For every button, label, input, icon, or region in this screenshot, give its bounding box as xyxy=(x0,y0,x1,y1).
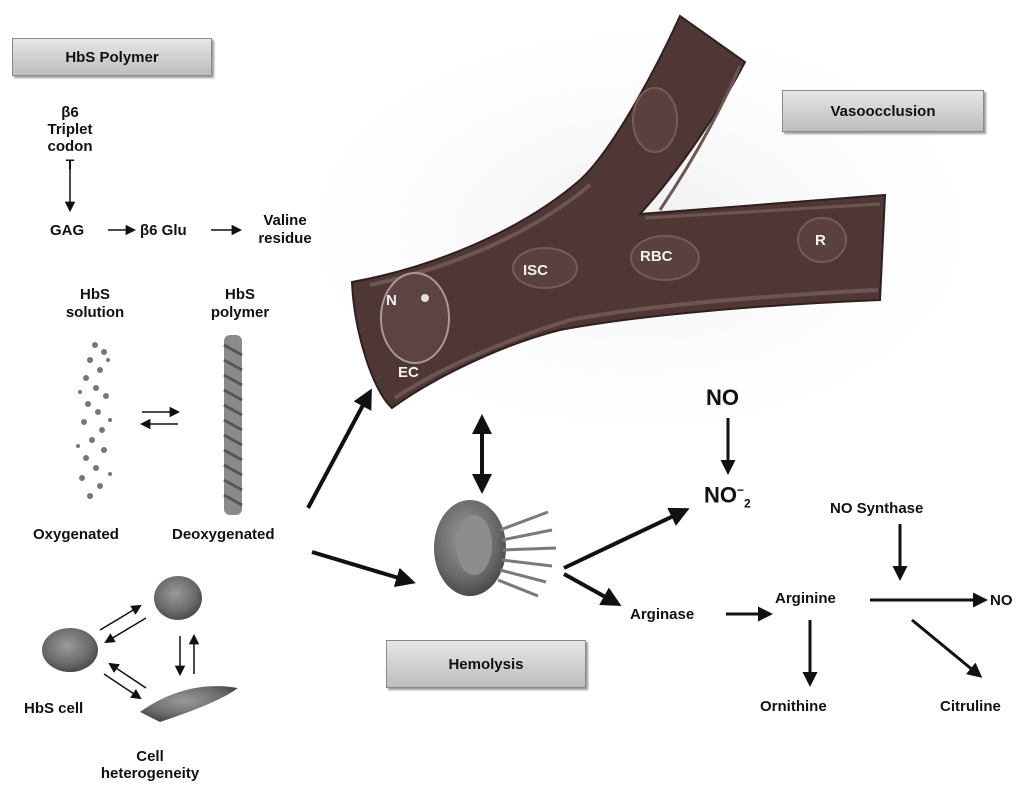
residue-label: residue xyxy=(240,230,330,247)
no-right-label: NO xyxy=(990,592,1013,609)
r-label: R xyxy=(815,232,826,249)
heterogeneity-label-2: heterogeneity xyxy=(90,765,210,782)
endothelial-nucleus xyxy=(381,273,449,363)
arginine-to-citrulline-arrow xyxy=(912,620,980,676)
triplet-label: Triplet xyxy=(30,121,110,138)
oxygenated-label: Oxygenated xyxy=(33,526,119,543)
beta6-label: β6 xyxy=(40,104,100,121)
hbs-solution-label-1: HbS xyxy=(50,286,140,303)
gag-label: GAG xyxy=(50,222,84,239)
no-synthase-label: NO Synthase xyxy=(830,500,923,517)
hbs-solution-icon xyxy=(76,342,112,499)
hemolysis-box: Hemolysis xyxy=(386,640,586,688)
hbs-cell-label: HbS cell xyxy=(24,700,83,717)
deoxy-to-vessel-arrow xyxy=(308,392,370,508)
vasoocclusion-box: Vasoocclusion xyxy=(782,90,984,132)
hbs-solution-label-2: solution xyxy=(50,304,140,321)
round-cell-icon xyxy=(154,576,202,620)
hbs-polymer-box: HbS Polymer xyxy=(12,38,212,76)
ec-label: EC xyxy=(398,364,419,381)
hemolysis-to-arginase-arrow xyxy=(564,574,618,604)
heterogeneity-label-1: Cell xyxy=(100,748,200,765)
rbc-label: RBC xyxy=(640,248,673,265)
citrulline-label: Citruline xyxy=(940,698,1001,715)
hbs-polymer-label-2: polymer xyxy=(195,304,285,321)
no2-label: NO−2 xyxy=(704,478,751,516)
arginase-label: Arginase xyxy=(630,606,694,623)
oval-cell-icon xyxy=(42,628,98,672)
n-label: N xyxy=(386,292,397,309)
hbs-polymer-fiber-icon xyxy=(224,335,242,515)
t-label: T xyxy=(55,156,85,173)
sickle-cell-icon xyxy=(140,686,238,722)
isc-label: ISC xyxy=(523,262,548,279)
no-top-label: NO xyxy=(706,386,739,410)
deoxy-to-hemolysis-arrow xyxy=(312,552,412,582)
deoxygenated-label: Deoxygenated xyxy=(172,526,275,543)
ornithine-label: Ornithine xyxy=(760,698,827,715)
arginine-label: Arginine xyxy=(775,590,836,607)
hbs-polymer-label-1: HbS xyxy=(195,286,285,303)
glu-label: β6 Glu xyxy=(140,222,187,239)
valine-label: Valine xyxy=(240,212,330,229)
codon-label: codon xyxy=(30,138,110,155)
hemolysis-to-no2-arrow xyxy=(564,510,686,568)
hemolyzing-cell-icon xyxy=(434,500,556,596)
